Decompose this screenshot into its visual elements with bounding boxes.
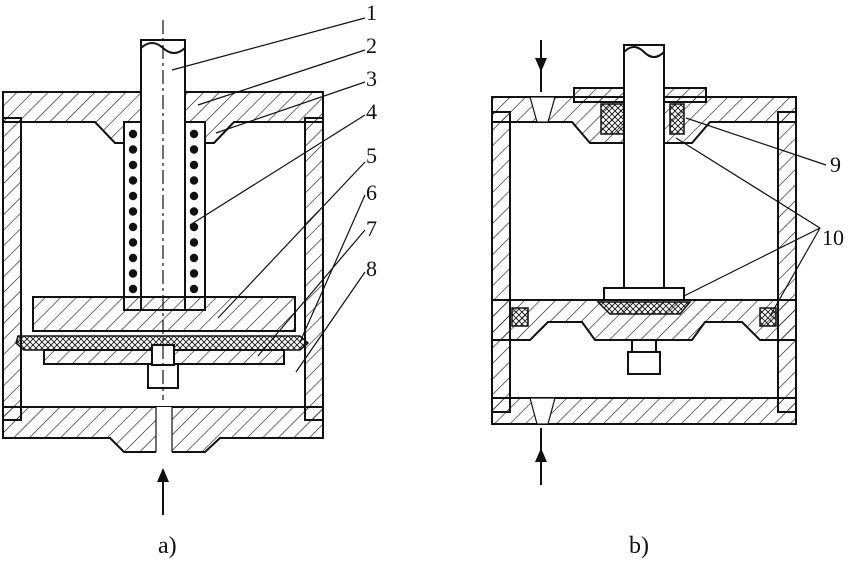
caption-b: b): [629, 533, 649, 559]
housing-left-wall-b: [491, 111, 511, 413]
spring-coil: [128, 207, 138, 216]
caption-a: a): [158, 533, 177, 559]
inlet-channel: [156, 407, 172, 453]
spring-coil: [189, 269, 199, 278]
spring-coil: [189, 160, 199, 170]
piston-b: [491, 299, 797, 341]
spring-coil: [189, 284, 199, 294]
label-2: 2: [366, 33, 377, 58]
label-6: 6: [366, 180, 377, 205]
spring-coil: [128, 253, 138, 263]
spring-coil: [128, 145, 138, 154]
spring-coil: [189, 253, 199, 263]
label-4: 4: [366, 99, 377, 124]
spring-coil: [128, 176, 138, 185]
nut-b: [627, 351, 661, 375]
spring-coil: [128, 269, 138, 278]
housing-right-wall-b: [777, 111, 797, 413]
spring-coil: [128, 160, 138, 170]
spring-coil: [189, 129, 199, 139]
label-9: 9: [830, 152, 841, 177]
label-7: 7: [366, 216, 377, 241]
piston-plate: [32, 296, 296, 332]
leader-lines-a: [171, 17, 366, 373]
label-5: 5: [366, 143, 377, 168]
piston-seal-left: [511, 307, 529, 327]
spring-coil: [189, 238, 199, 247]
label-1: 1: [366, 0, 377, 25]
bottom-base-b: [491, 397, 797, 425]
figure-a: [2, 17, 366, 515]
label-8: 8: [366, 256, 377, 281]
spring-coil: [128, 284, 138, 294]
seal-top: [600, 103, 626, 135]
part-labels-b: 9 10: [822, 152, 844, 250]
label-3: 3: [366, 66, 377, 91]
spring-coil: [189, 207, 199, 216]
rod-seal: [596, 301, 692, 315]
leader-lines-b: [675, 117, 827, 317]
piston-rod-b: [623, 44, 665, 291]
spring-coil: [128, 238, 138, 247]
housing-left-wall: [2, 117, 22, 421]
spring-coil: [128, 129, 138, 139]
label-10: 10: [822, 225, 844, 250]
spring-coil: [128, 222, 138, 232]
spring-coil: [189, 222, 199, 232]
diaphragm: [15, 335, 310, 351]
housing-right-wall: [304, 117, 324, 421]
spring-coil: [128, 191, 138, 201]
spring-coil: [189, 191, 199, 201]
part-labels-a: 1 2 3 4 5 6 7 8: [366, 0, 377, 281]
spring-coil: [189, 145, 199, 154]
figure-b: [491, 40, 827, 485]
spring: [128, 129, 199, 294]
spring-coil: [189, 176, 199, 185]
